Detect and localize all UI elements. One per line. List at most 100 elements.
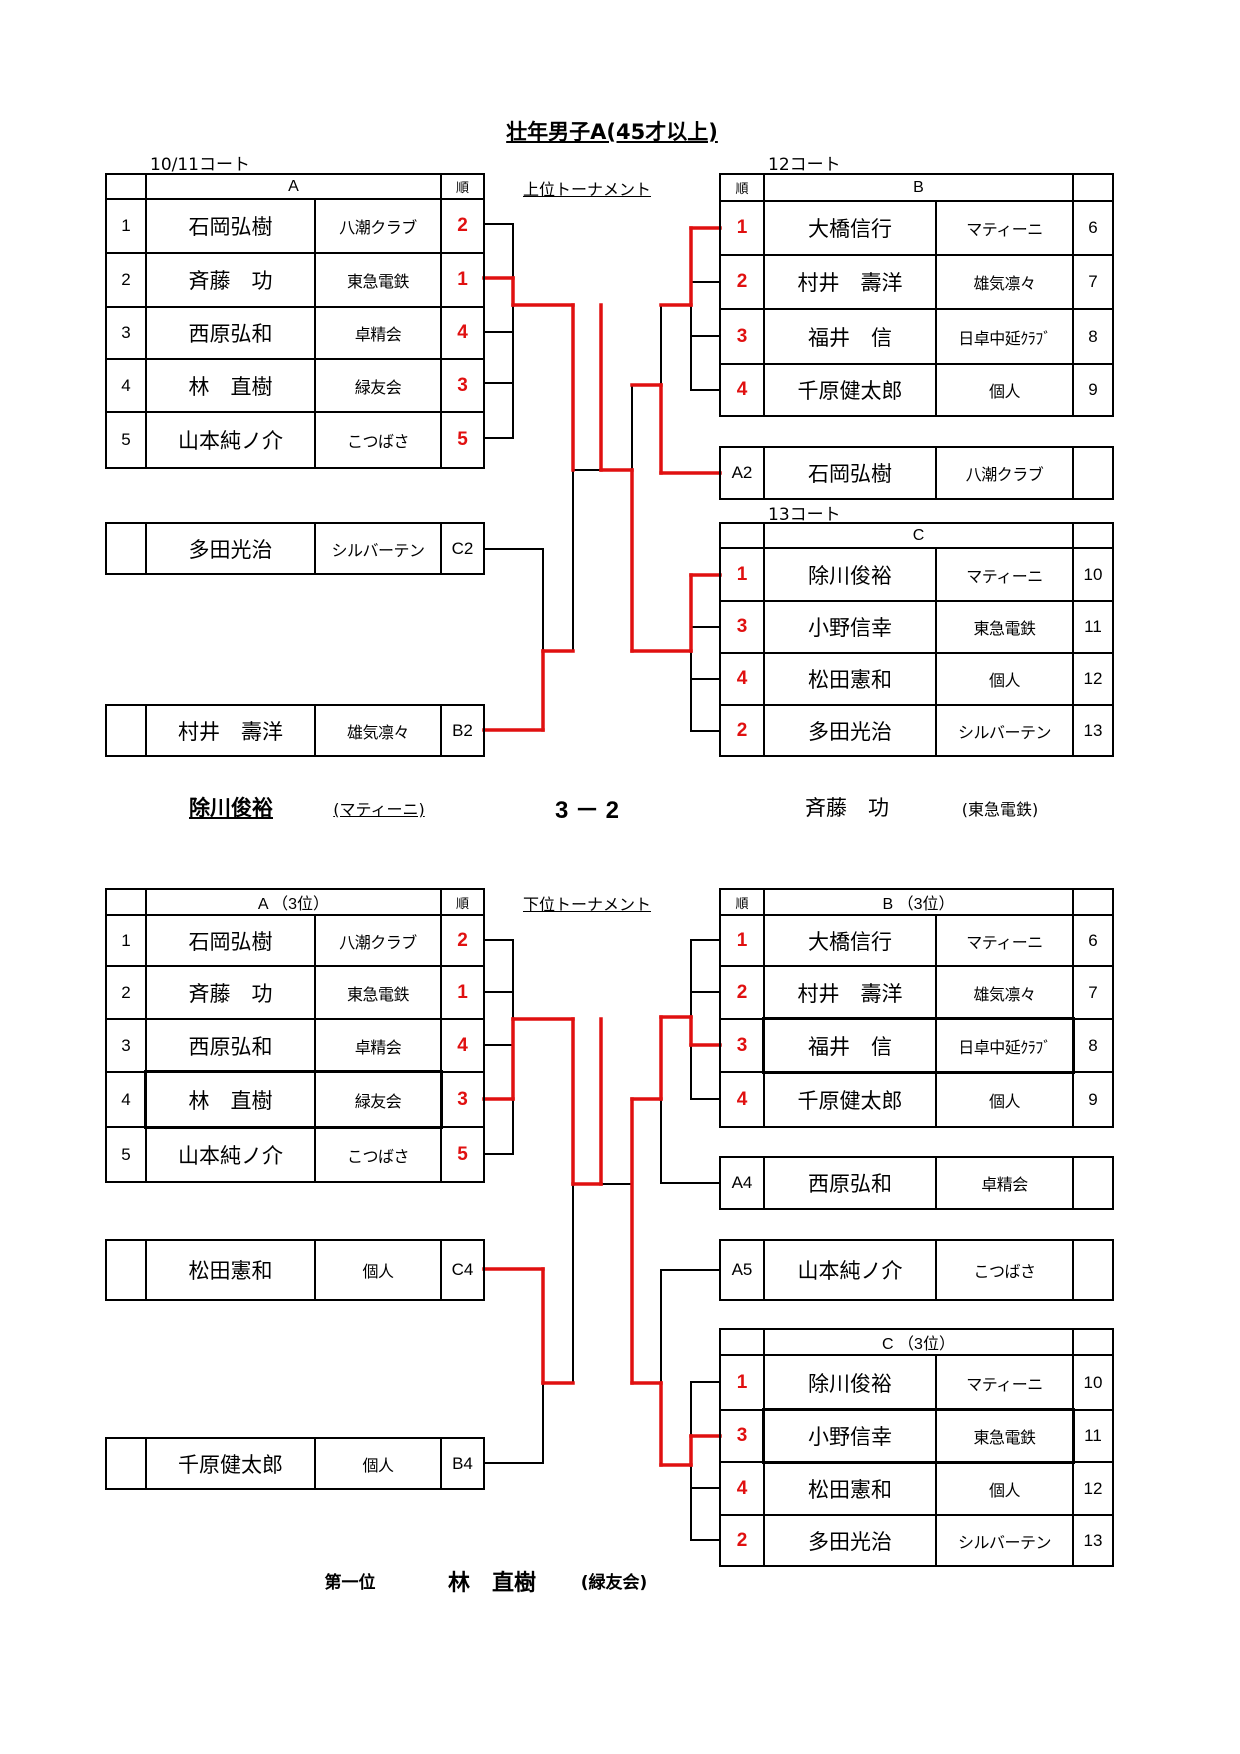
- player-rank: 4: [719, 363, 765, 417]
- rank-header: 順: [719, 888, 765, 916]
- player-name: 小野信幸: [763, 1409, 937, 1463]
- player-number: 9: [1072, 363, 1114, 417]
- player-rank: 1: [719, 1354, 765, 1411]
- qualifier-name: 村井 壽洋: [145, 704, 316, 757]
- qualifier-club: 卓精会: [935, 1156, 1074, 1210]
- qualifier-code: A2: [719, 446, 765, 500]
- final-winner-name: 除川俊裕: [189, 796, 273, 820]
- player-rank: 4: [440, 306, 485, 360]
- player-club: 雄気凛々: [935, 254, 1074, 310]
- player-name: 千原健太郎: [763, 1071, 937, 1128]
- player-name: 山本純ノ介: [145, 411, 316, 469]
- player-name: 除川俊裕: [763, 547, 937, 602]
- player-number: 2: [105, 965, 147, 1020]
- qualifier-code: B4: [440, 1437, 485, 1490]
- group-header: A （3位）: [145, 888, 442, 916]
- player-name: 大橋信行: [763, 200, 937, 256]
- player-club: 八潮クラブ: [314, 198, 442, 254]
- player-rank: 4: [719, 1461, 765, 1516]
- player-club: こつばさ: [314, 411, 442, 469]
- player-number: 6: [1072, 200, 1114, 256]
- player-number: 13: [1072, 1514, 1114, 1567]
- player-club: 東急電鉄: [935, 600, 1074, 654]
- player-rank: 4: [719, 1071, 765, 1128]
- qualifier-name: 西原弘和: [763, 1156, 937, 1210]
- group-header: C: [763, 522, 1074, 549]
- qualifier-code: C4: [440, 1239, 485, 1301]
- court-label-c: 13コート: [768, 505, 841, 525]
- qualifier-code: C2: [440, 522, 485, 575]
- header-blank-cell: [105, 888, 147, 916]
- player-name: 福井 信: [763, 1018, 937, 1073]
- player-rank: 2: [719, 704, 765, 757]
- qualifier-code: A4: [719, 1156, 765, 1210]
- group-header: A: [145, 173, 442, 200]
- player-club: 日卓中延ｸﾗﾌﾞ: [935, 308, 1074, 365]
- player-rank: 5: [440, 1126, 485, 1183]
- qualifier-name: 石岡弘樹: [763, 446, 937, 500]
- player-club: 卓精会: [314, 1018, 442, 1073]
- qualifier-code: A5: [719, 1239, 765, 1301]
- qualifier-name: 千原健太郎: [145, 1437, 316, 1490]
- player-rank: 2: [440, 914, 485, 967]
- player-club: 個人: [935, 363, 1074, 417]
- player-number: 3: [105, 306, 147, 360]
- player-number: 4: [105, 358, 147, 413]
- champion-name: 林 直樹: [447, 1571, 537, 1596]
- player-club: 東急電鉄: [314, 965, 442, 1020]
- qualifier-club: 雄気凛々: [314, 704, 442, 757]
- player-rank: 3: [719, 600, 765, 654]
- final-score: 3 － 2: [554, 797, 620, 824]
- player-club: シルバーテン: [935, 704, 1074, 757]
- rank-header: 順: [440, 888, 485, 916]
- header-blank-cell: [1072, 173, 1114, 202]
- qualifier-name: 山本純ノ介: [763, 1239, 937, 1301]
- player-club: マティーニ: [935, 200, 1074, 256]
- player-name: 多田光治: [763, 1514, 937, 1567]
- blank-cell: [1072, 1156, 1114, 1210]
- player-name: 西原弘和: [145, 1018, 316, 1073]
- qualifier-code: B2: [440, 704, 485, 757]
- player-rank: 4: [719, 652, 765, 706]
- player-number: 7: [1072, 965, 1114, 1020]
- blank-cell: [105, 1239, 147, 1301]
- player-number: 6: [1072, 914, 1114, 967]
- rank-header: 順: [440, 173, 485, 200]
- player-name: 西原弘和: [145, 306, 316, 360]
- player-club: 東急電鉄: [314, 252, 442, 308]
- player-club: 緑友会: [314, 358, 442, 413]
- player-number: 5: [105, 411, 147, 469]
- player-name: 村井 壽洋: [763, 254, 937, 310]
- player-club: 緑友会: [314, 1071, 442, 1128]
- player-rank: 5: [440, 411, 485, 469]
- player-number: 11: [1072, 600, 1114, 654]
- player-club: 八潮クラブ: [314, 914, 442, 967]
- player-rank: 1: [440, 252, 485, 308]
- player-name: 石岡弘樹: [145, 914, 316, 967]
- qualifier-club: 個人: [314, 1239, 442, 1301]
- lower-tournament-label: 下位トーナメント: [522, 895, 652, 914]
- header-blank-cell: [105, 173, 147, 200]
- player-rank: 1: [719, 200, 765, 256]
- player-club: 卓精会: [314, 306, 442, 360]
- header-blank-cell: [1072, 522, 1114, 549]
- player-name: 山本純ノ介: [145, 1126, 316, 1183]
- player-club: マティーニ: [935, 1354, 1074, 1411]
- player-name: 除川俊裕: [763, 1354, 937, 1411]
- header-blank-cell: [1072, 888, 1114, 916]
- blank-cell: [105, 1437, 147, 1490]
- player-rank: 2: [719, 254, 765, 310]
- qualifier-name: 多田光治: [145, 522, 316, 575]
- court-label-a: 10/11コート: [150, 155, 250, 175]
- player-rank: 3: [719, 308, 765, 365]
- player-name: 石岡弘樹: [145, 198, 316, 254]
- champion-label: 第一位: [324, 1573, 376, 1593]
- player-number: 12: [1072, 1461, 1114, 1516]
- player-club: 個人: [935, 1461, 1074, 1516]
- player-name: 林 直樹: [145, 1071, 316, 1128]
- player-name: 村井 壽洋: [763, 965, 937, 1020]
- header-blank-cell: [1072, 1328, 1114, 1356]
- group-header: B: [763, 173, 1074, 202]
- player-name: 大橋信行: [763, 914, 937, 967]
